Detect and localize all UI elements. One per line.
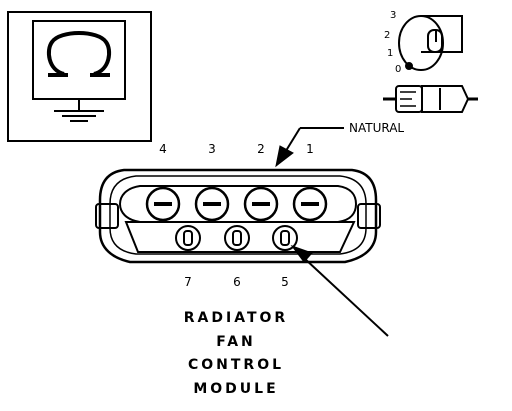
ground-box-icon — [7, 11, 152, 142]
key-position-3: 3 — [390, 10, 397, 21]
pin-label-7: 7 — [184, 275, 192, 289]
title-line-4: MODULE — [193, 381, 279, 397]
key-position-2: 2 — [384, 30, 391, 41]
pin-label-6: 6 — [233, 275, 241, 289]
pin-label-3: 3 — [208, 142, 216, 156]
title-line-2: FAN — [216, 334, 256, 350]
pin-label-2: 2 — [257, 142, 265, 156]
connector-body — [95, 168, 381, 264]
pin5-arrow — [290, 244, 389, 337]
ignition-key-icon — [383, 15, 478, 113]
pin-label-1: 1 — [306, 142, 314, 156]
pin-label-5: 5 — [281, 275, 289, 289]
key-position-0: 0 — [395, 64, 402, 75]
title-line-3: CONTROL — [187, 357, 285, 373]
color-label: NATURAL — [349, 121, 405, 135]
lower-terminals — [175, 225, 298, 251]
title-line-1: RADIATOR — [183, 310, 289, 326]
pin-label-4: 4 — [159, 142, 167, 156]
key-position-1: 1 — [387, 48, 394, 59]
natural-arrow — [275, 127, 344, 168]
upper-terminals — [145, 186, 328, 222]
